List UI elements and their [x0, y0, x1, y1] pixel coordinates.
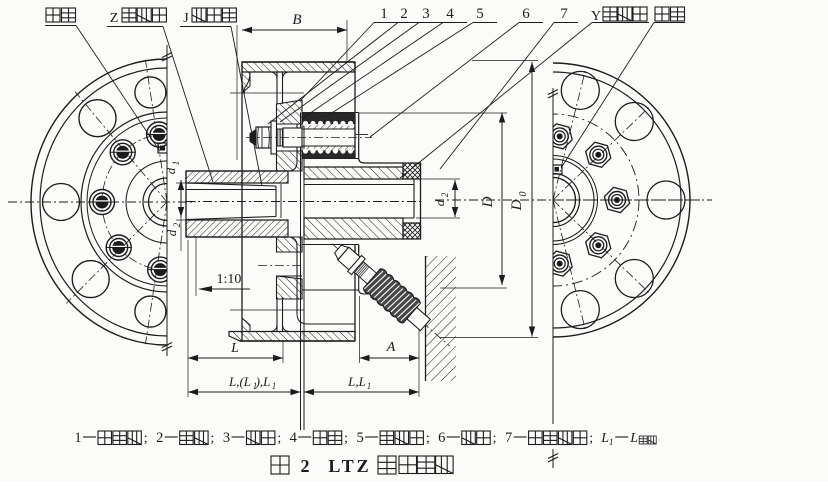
svg-text:L: L [629, 431, 638, 446]
svg-text:;: ; [344, 431, 348, 446]
svg-text:L: L [600, 431, 609, 446]
svg-text:L,(L: L,(L [228, 374, 251, 389]
svg-text:d: d [432, 199, 447, 206]
svg-text:B: B [292, 12, 301, 28]
svg-text:J: J [183, 11, 189, 26]
svg-text:1: 1 [171, 161, 181, 166]
svg-text:Z: Z [110, 11, 119, 26]
svg-text:;: ; [426, 431, 430, 446]
svg-text:),L: ),L [255, 374, 271, 389]
svg-text:;: ; [211, 431, 215, 446]
svg-text:LTZ: LTZ [328, 456, 371, 476]
svg-text:;: ; [589, 431, 593, 446]
svg-text:D: D [480, 196, 496, 208]
svg-text:1: 1 [367, 381, 372, 391]
svg-text:1:10: 1:10 [217, 272, 242, 287]
svg-text:D: D [509, 199, 525, 211]
svg-text:3: 3 [422, 6, 430, 22]
svg-text:1: 1 [253, 381, 258, 391]
svg-text:2: 2 [172, 222, 182, 227]
svg-text:1: 1 [380, 6, 388, 22]
svg-text:1: 1 [609, 437, 614, 447]
svg-text:1: 1 [74, 430, 81, 446]
svg-text:4: 4 [290, 430, 298, 446]
svg-text:d: d [163, 167, 178, 174]
svg-text:0: 0 [518, 192, 529, 197]
svg-text:2: 2 [156, 430, 163, 446]
svg-text:2: 2 [400, 6, 408, 22]
svg-text:5: 5 [476, 6, 484, 22]
svg-text:2: 2 [440, 192, 450, 197]
svg-text:5: 5 [356, 430, 363, 446]
svg-text:L: L [230, 341, 239, 356]
svg-text:Y: Y [591, 9, 601, 24]
svg-text:;: ; [493, 431, 497, 446]
svg-text:3: 3 [223, 430, 230, 446]
svg-text:d: d [164, 229, 179, 236]
svg-text:2: 2 [301, 456, 310, 476]
svg-text:A: A [386, 340, 396, 355]
svg-text:6: 6 [522, 6, 530, 22]
svg-text:1: 1 [272, 381, 277, 391]
svg-text:;: ; [144, 431, 148, 446]
svg-text:7: 7 [560, 6, 568, 22]
svg-text:6: 6 [438, 430, 445, 446]
svg-text:7: 7 [505, 430, 512, 446]
svg-text:;: ; [277, 431, 281, 446]
svg-text:4: 4 [446, 6, 454, 22]
svg-text:L,L: L,L [347, 374, 366, 389]
